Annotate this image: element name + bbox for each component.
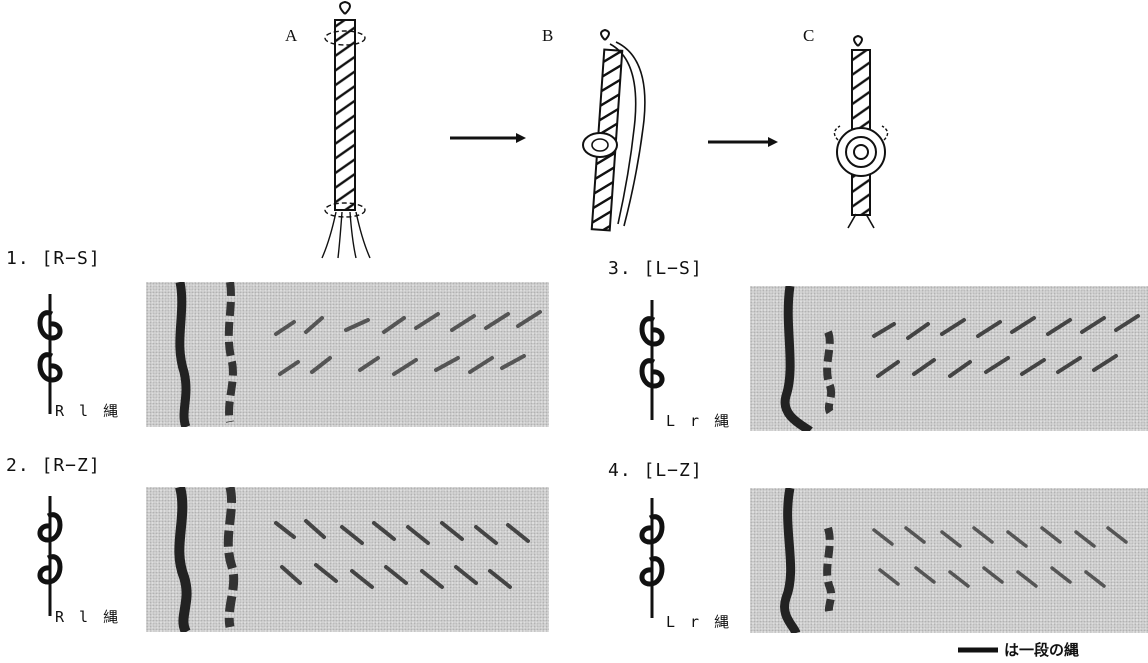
section-2-label: 2. [R−Z]	[6, 455, 101, 476]
step-c-cord	[834, 36, 887, 228]
section-1-label: 1. [R−S]	[6, 248, 101, 269]
rope-type-3: L r 縄	[666, 410, 732, 431]
impression-photo-l-z	[750, 488, 1148, 633]
knot-sequence-illustration	[300, 0, 920, 260]
step-b-cord	[583, 30, 645, 230]
knot-icon-l-z	[636, 494, 670, 624]
step-a-label: A	[285, 26, 297, 46]
section-3-label: 3. [L−S]	[608, 258, 703, 279]
rope-type-1: R l 縄	[55, 400, 121, 421]
knot-icon-r-z	[34, 492, 68, 622]
impression-photo-l-s	[750, 286, 1148, 431]
rope-type-2: R l 縄	[55, 606, 121, 627]
section-4-label: 4. [L−Z]	[608, 460, 703, 481]
arrow-a-to-b	[450, 133, 526, 143]
rope-type-4: L r 縄	[666, 611, 732, 632]
legend-rope-line-icon	[958, 645, 998, 655]
impression-photo-r-z	[146, 487, 549, 632]
arrow-b-to-c	[708, 137, 778, 147]
impression-photo-r-s	[146, 282, 549, 427]
legend-text: は一段の縄	[1004, 639, 1079, 660]
knot-icon-l-s	[636, 296, 670, 426]
step-a-cord	[322, 2, 370, 258]
